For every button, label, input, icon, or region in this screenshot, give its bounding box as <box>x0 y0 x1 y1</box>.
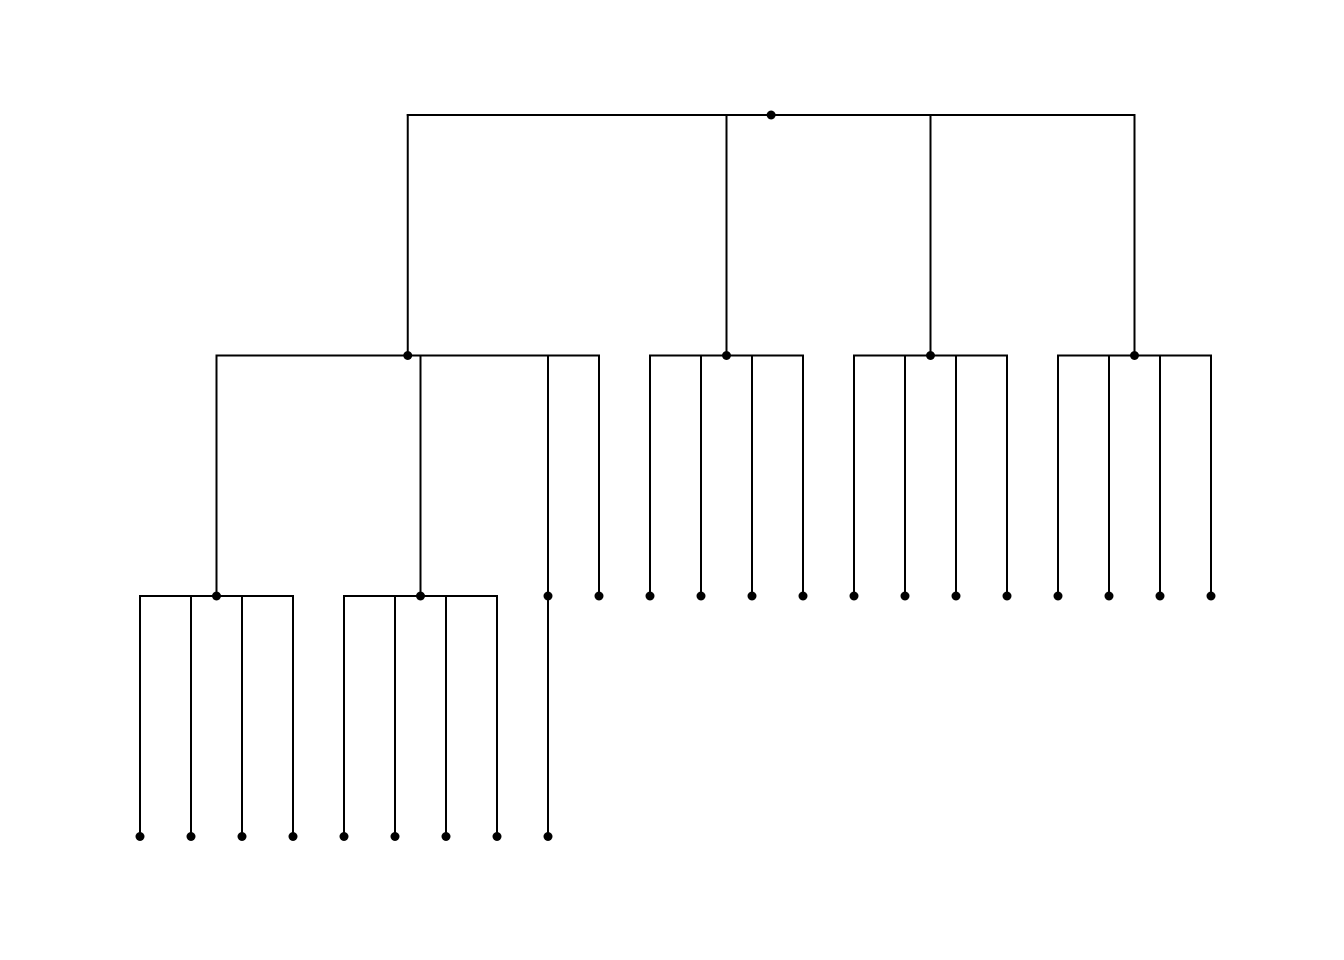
tree-node-b3 <box>747 591 757 601</box>
tree-node-c1 <box>849 591 859 601</box>
tree-node-a <box>403 351 413 360</box>
edges-layer <box>139 114 1212 838</box>
tree-node-d1 <box>1053 591 1063 601</box>
tree-node-d4 <box>1206 591 1216 601</box>
tree-node-a1-1 <box>135 832 145 841</box>
tree-node-a1 <box>212 591 221 601</box>
tree-node-c3 <box>951 591 961 601</box>
tree-node-c <box>926 351 935 360</box>
tree-node-root <box>766 110 776 120</box>
tree-node-a2-1 <box>339 832 349 841</box>
tree-node-a1-3 <box>237 832 247 841</box>
tree-node-c2 <box>900 591 910 601</box>
tree-node-b1 <box>645 591 655 601</box>
tree-node-a2-4 <box>492 832 502 841</box>
nodes-layer <box>135 110 1216 841</box>
tree-node-d3 <box>1155 591 1165 601</box>
tree-node-a2-2 <box>390 832 400 841</box>
tree-node-a2-3 <box>441 832 451 841</box>
tree-node-d2 <box>1104 591 1114 601</box>
tree-node-b2 <box>696 591 706 601</box>
tree-node-a3-1 <box>543 832 553 841</box>
tree-node-a3 <box>543 591 553 601</box>
tree-node-a2 <box>416 591 425 601</box>
tree-node-d <box>1130 351 1139 360</box>
tree-node-b <box>722 351 731 360</box>
tree-node-b4 <box>798 591 808 601</box>
tree-node-a1-2 <box>186 832 196 841</box>
tree-node-c4 <box>1002 591 1012 601</box>
tree-node-a1-4 <box>288 832 298 841</box>
tree-node-a4 <box>594 591 604 601</box>
